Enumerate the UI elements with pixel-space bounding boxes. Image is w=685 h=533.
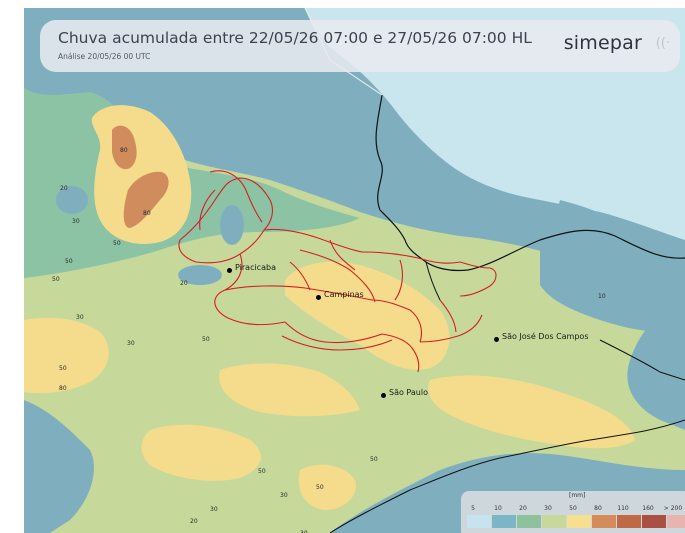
basin-boundary-line — [263, 228, 363, 253]
rainfall-map[interactable] — [24, 8, 685, 533]
basin-boundary-line — [381, 333, 420, 373]
rain-field-teal-southeast — [627, 300, 685, 430]
contour-value-label: 50 — [65, 258, 73, 265]
contour-value-label: 10 — [598, 293, 606, 300]
legend-unit: [mm] — [569, 492, 586, 499]
rain-field-yellow-central — [285, 261, 450, 370]
brand-logo[interactable]: simepar — [563, 32, 642, 54]
contour-value-label: 20 — [190, 518, 198, 525]
contour-value-label: 80 — [59, 385, 67, 392]
city-marker-dot[interactable] — [227, 268, 232, 273]
rain-field-teal-east — [540, 250, 685, 332]
basin-boundary-line — [209, 170, 263, 223]
contour-value-label: 30 — [72, 218, 80, 225]
legend-color-swatch — [592, 515, 616, 528]
basin-boundary-line — [459, 261, 497, 297]
basin-boundaries — [178, 170, 497, 373]
rainfall-map-canvas — [24, 8, 685, 533]
state-border-inland — [425, 261, 441, 301]
contour-value-label: 50 — [113, 240, 121, 247]
contour-value-label: 30 — [210, 506, 218, 513]
legend-tick-label: > 200 — [663, 505, 683, 512]
contour-value-label: 30 — [300, 530, 308, 533]
legend-color-swatch — [467, 515, 491, 528]
contour-value-label: 30 — [127, 340, 135, 347]
basin-boundary-line — [289, 261, 311, 291]
contour-value-label: 30 — [76, 314, 84, 321]
basin-boundary-line — [284, 321, 383, 344]
basin-boundary-line — [214, 253, 286, 326]
contour-value-label: 50 — [316, 484, 324, 491]
lake-west — [56, 186, 88, 214]
contour-value-label: 20 — [180, 280, 188, 287]
brand-signal-icon: ((· — [655, 36, 670, 51]
basin-boundary-line — [281, 335, 393, 351]
rain-field-yellow-southeast — [428, 375, 635, 449]
city-label: Campinas — [324, 290, 364, 299]
legend-color-swatch — [617, 515, 641, 528]
contour-value-label: 50 — [258, 468, 266, 475]
rain-field-orange-north — [112, 125, 137, 170]
legend-color-swatch — [567, 515, 591, 528]
legend-tick-label: 5 — [471, 505, 475, 512]
legend-color-swatch — [667, 515, 685, 528]
rain-field-yellow-south-center — [298, 464, 356, 510]
lake-piracicaba-west — [178, 265, 222, 285]
contour-value-label: 80 — [120, 147, 128, 154]
basin-boundary-line — [224, 285, 373, 301]
coastline — [329, 419, 685, 533]
legend-tick-label: 30 — [544, 505, 552, 512]
basin-boundary-line — [329, 239, 356, 271]
legend-tick-label: 80 — [594, 505, 602, 512]
basin-boundary-line — [361, 251, 461, 264]
contour-value-label: 50 — [202, 336, 210, 343]
legend-color-swatch — [517, 515, 541, 528]
rain-field-teal-southwest — [24, 400, 94, 533]
basin-boundary-line — [419, 314, 483, 343]
water-body-river-inlet — [558, 200, 685, 262]
basin-boundary-line — [439, 299, 457, 333]
contour-value-label: 50 — [59, 365, 67, 372]
rain-field-yellow-south — [141, 424, 261, 481]
contour-value-label: 30 — [280, 492, 288, 499]
city-marker-dot[interactable] — [494, 337, 499, 342]
legend-tick-label: 160 — [642, 505, 654, 512]
contour-value-label: 20 — [60, 185, 68, 192]
city-marker-dot[interactable] — [316, 295, 321, 300]
legend-tick-label: 110 — [617, 505, 629, 512]
state-border-east — [599, 339, 685, 381]
basin-boundary-line — [371, 299, 423, 343]
contour-value-label: 50 — [52, 276, 60, 283]
legend-color-swatch — [542, 515, 566, 528]
basin-boundary-line — [299, 249, 376, 303]
city-label: Piracicaba — [235, 263, 276, 272]
map-title: Chuva acumulada entre 22/05/26 07:00 e 2… — [58, 29, 532, 47]
lake-north — [220, 205, 244, 245]
map-subtitle: Análise 20/05/26 00 UTC — [58, 52, 151, 61]
legend-tick-label: 20 — [519, 505, 527, 512]
city-label: São Paulo — [389, 388, 428, 397]
contour-value-label: 50 — [370, 456, 378, 463]
map-title-panel: Chuva acumulada entre 22/05/26 07:00 e 2… — [40, 20, 680, 72]
city-marker-dot[interactable] — [381, 393, 386, 398]
basin-boundary-line — [199, 189, 216, 231]
contour-value-label: 80 — [143, 210, 151, 217]
basin-boundary-line — [178, 177, 273, 264]
rain-field-yellow-central-south — [219, 363, 360, 417]
basin-boundary-line — [394, 259, 404, 301]
rain-field-orange-south — [123, 171, 169, 228]
legend-color-swatch — [642, 515, 666, 528]
legend-color-swatch — [492, 515, 516, 528]
city-label: São José Dos Campos — [502, 332, 589, 341]
legend-tick-label: 10 — [494, 505, 502, 512]
rainfall-legend: [mm] 5 10 20 30 50 80 110 160 > 200 — [461, 491, 685, 533]
legend-tick-label: 50 — [569, 505, 577, 512]
rain-field-yellow-west — [24, 317, 109, 394]
